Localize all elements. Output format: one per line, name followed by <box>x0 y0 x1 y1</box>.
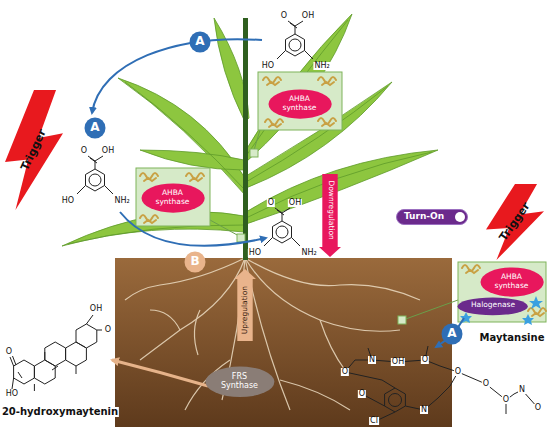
atom-label: O <box>358 390 366 398</box>
switch-knob <box>455 212 465 222</box>
ellipse-shape <box>141 183 204 212</box>
atom-label: OH <box>89 305 103 313</box>
atom-label: O <box>5 348 13 356</box>
enzyme-ellipse: FRS Synthase <box>205 366 275 398</box>
node-text: A <box>195 35 206 48</box>
atom-label: O <box>534 404 542 412</box>
trigger-bolt: Trigger <box>5 90 63 210</box>
node-label: Upregulation <box>241 285 249 335</box>
atom-label: O <box>454 368 462 376</box>
node-text: Upregulation <box>241 285 249 335</box>
atom-label: N <box>368 356 376 364</box>
arrow-shape <box>234 269 256 341</box>
atom-label: HO <box>248 249 262 257</box>
node-text: Turn-On <box>403 212 445 222</box>
node-label: Downregulation <box>326 179 334 240</box>
node-label: AHBA synthase <box>152 189 192 206</box>
atom-label: N <box>420 406 428 414</box>
node-text: A <box>90 121 101 134</box>
circle-shape <box>185 252 206 273</box>
node-label: A <box>447 327 458 340</box>
node-text: AHBA synthase <box>279 95 319 112</box>
atom-label: O <box>267 199 275 207</box>
atom-label: OH <box>288 199 302 207</box>
atom-label: OH <box>301 12 315 20</box>
enzyme-ellipse: AHBA synthase <box>268 89 332 119</box>
node-label: AHBA synthase <box>491 273 531 290</box>
node-label: AHBA synthase <box>279 95 319 112</box>
ellipse-shape <box>458 297 528 315</box>
node-text: Downregulation <box>326 179 334 240</box>
compound-name: 20-hydroxymaytenin <box>1 407 119 417</box>
node-text: AHBA synthase <box>491 273 531 290</box>
pathway-circle: A <box>441 323 463 345</box>
atom-label: NH₂ <box>300 249 317 257</box>
regulation-arrow: Upregulation <box>234 269 256 341</box>
enzyme-ellipse: Halogenase <box>457 297 528 316</box>
atom-label: O <box>482 380 490 388</box>
pill-shape <box>397 210 468 225</box>
bolt-shape <box>486 184 544 260</box>
switch-pill: Turn-On <box>396 209 468 225</box>
atom-label: Cl <box>369 417 379 425</box>
enzyme-ellipse: AHBA synthase <box>141 183 205 213</box>
node-label: FRS Synthase <box>217 373 261 391</box>
enzyme-ellipse: AHBA synthase <box>480 267 544 297</box>
atom-label: O <box>104 326 112 334</box>
atom-label: O <box>280 12 288 20</box>
node-text: FRS Synthase <box>217 373 261 391</box>
compound-name: Maytansine <box>479 333 546 343</box>
node-label: A <box>195 35 206 48</box>
atom-label: NH₂ <box>113 197 130 205</box>
ellipse-shape <box>480 267 543 296</box>
node-label: Turn-On <box>403 212 445 222</box>
node-label: A <box>90 121 101 134</box>
ellipse-shape <box>268 89 331 118</box>
node-text: AHBA synthase <box>152 189 192 206</box>
atom-label: OH <box>101 147 115 155</box>
ellipse-shape <box>206 367 275 398</box>
arrow-shape <box>319 174 341 257</box>
pathway-circle: B <box>184 251 206 273</box>
atom-label: O <box>421 356 429 364</box>
bolt-shape <box>5 90 63 210</box>
circle-shape <box>442 324 463 345</box>
node-text: A <box>447 327 458 340</box>
node-label: Halogenase <box>470 301 516 309</box>
pathway-circle: A <box>84 117 106 139</box>
atom-label: O <box>502 396 510 404</box>
atom-label: HO <box>261 62 275 70</box>
atom-label: OH <box>391 358 405 366</box>
regulation-arrow: Downregulation <box>319 174 341 257</box>
node-text: Halogenase <box>470 301 516 309</box>
circle-shape <box>85 118 106 139</box>
atom-label: HO <box>61 197 75 205</box>
node-label: B <box>190 255 201 268</box>
circle-shape <box>190 32 211 53</box>
atom-label: HO <box>5 390 19 398</box>
atom-label: O <box>80 147 88 155</box>
atom-label: NH₂ <box>313 62 330 70</box>
atom-label: O <box>341 368 349 376</box>
atom-label: N <box>518 386 526 394</box>
trigger-bolt: Trigger <box>486 184 544 260</box>
pathway-circle: A <box>189 31 211 53</box>
node-text: B <box>190 255 201 268</box>
